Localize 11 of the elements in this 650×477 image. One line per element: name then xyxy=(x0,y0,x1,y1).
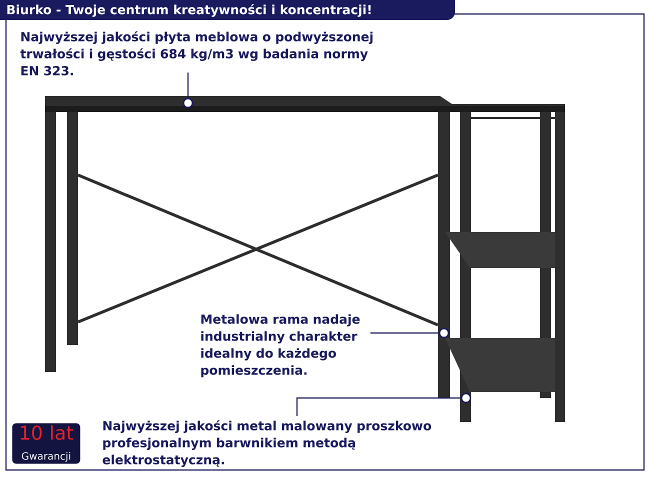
leader-line xyxy=(370,332,439,334)
leader-line xyxy=(187,72,189,98)
target-point xyxy=(182,98,194,108)
target-point xyxy=(460,392,472,404)
target-point xyxy=(438,328,450,338)
title-tab: Biurko - Twoje centrum kreatywności i koncentracji! xyxy=(0,0,455,20)
callout-text: Najwyższej jakości metal malowany proszkowo profesjonalnym barwnikiem metodą elektrostatyczną. xyxy=(102,420,432,467)
callout-text: Najwyższej jakości płyta meblowa o podwyższonej trwałości i gęstości 684 kg/m3 wg badania normy EN 323. xyxy=(20,31,372,76)
warranty-badge: 10 lat Gwarancji xyxy=(12,423,80,464)
leader-line xyxy=(296,397,461,416)
callout-text: Metalowa rama nadaje industrialny charakter idealny do każdego pomieszczenia. xyxy=(201,314,360,378)
